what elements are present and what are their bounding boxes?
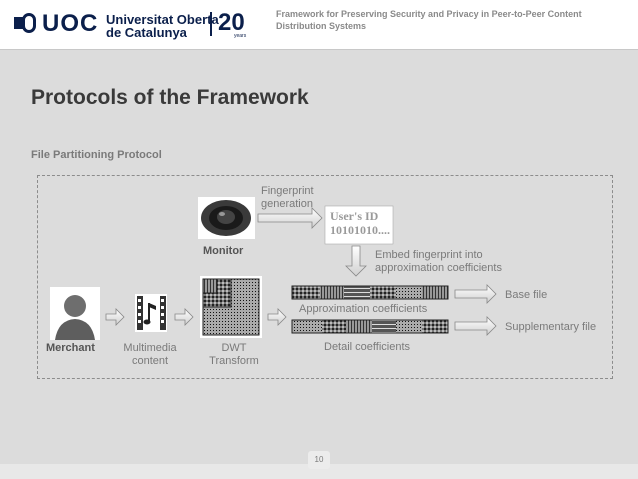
detail-coefficients-label: Detail coefficients [324,341,410,354]
dwt-transform-label: DWT Transform [202,342,266,368]
multimedia-icon [135,294,167,332]
base-file-label: Base file [505,289,547,302]
merchant-avatar-icon [50,287,100,340]
embed-fingerprint-label: Embed fingerprint into approximation coe… [375,249,535,275]
user-id-label: User's ID 10101010.... [330,209,390,237]
multimedia-content-label: Multimedia content [118,342,182,368]
monitor-label: Monitor [203,245,243,258]
detail-coefficients-bar [292,320,448,333]
arrow-icon [175,309,193,325]
arrow-icon [106,309,124,325]
merchant-label: Merchant [46,342,95,355]
page-number: 10 [308,451,330,469]
user-id-line1: User's ID [330,209,390,223]
approximation-coefficients-bar [292,286,448,299]
arrow-icon [268,309,286,325]
arrow-down-icon [346,246,366,276]
arrow-icon [455,317,496,335]
monitor-camera-icon [198,197,255,239]
approximation-coefficients-label: Approximation coefficients [299,303,427,316]
supplementary-file-label: Supplementary file [505,321,596,334]
user-id-line2: 10101010.... [330,223,390,237]
arrow-icon [455,285,496,303]
arrow-icon [258,208,322,228]
fingerprint-generation-label: Fingerprint generation [261,185,331,211]
dwt-image [200,276,262,338]
